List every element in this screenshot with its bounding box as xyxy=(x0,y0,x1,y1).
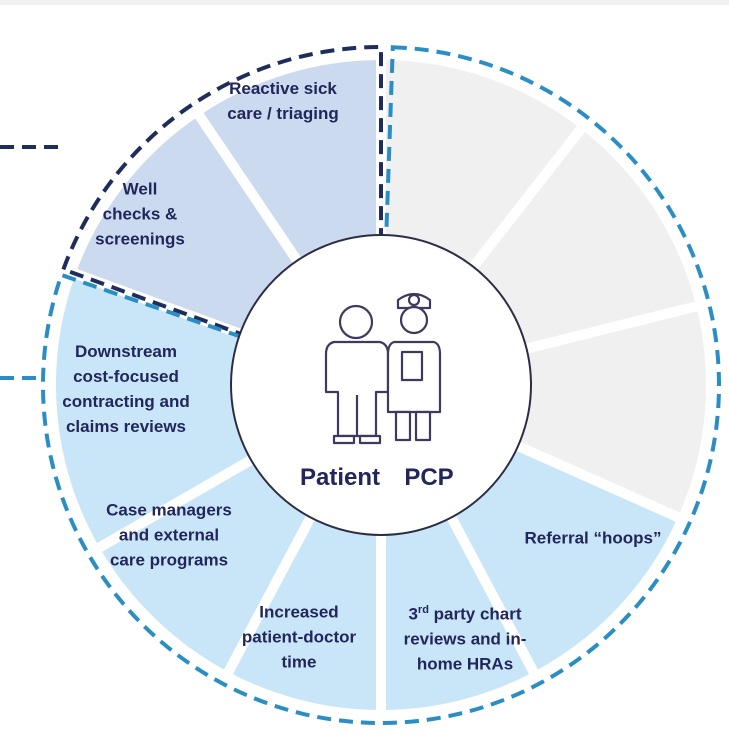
center-pcp-label: PCP xyxy=(404,464,454,491)
patient-icon xyxy=(324,304,390,445)
navy-dashed-group-outline xyxy=(60,44,383,344)
pcp-doctor-icon xyxy=(386,292,442,442)
center-patient-label: Patient xyxy=(299,464,381,491)
top-strip xyxy=(0,0,729,5)
label-referral: Referral “hoops” xyxy=(524,528,662,548)
